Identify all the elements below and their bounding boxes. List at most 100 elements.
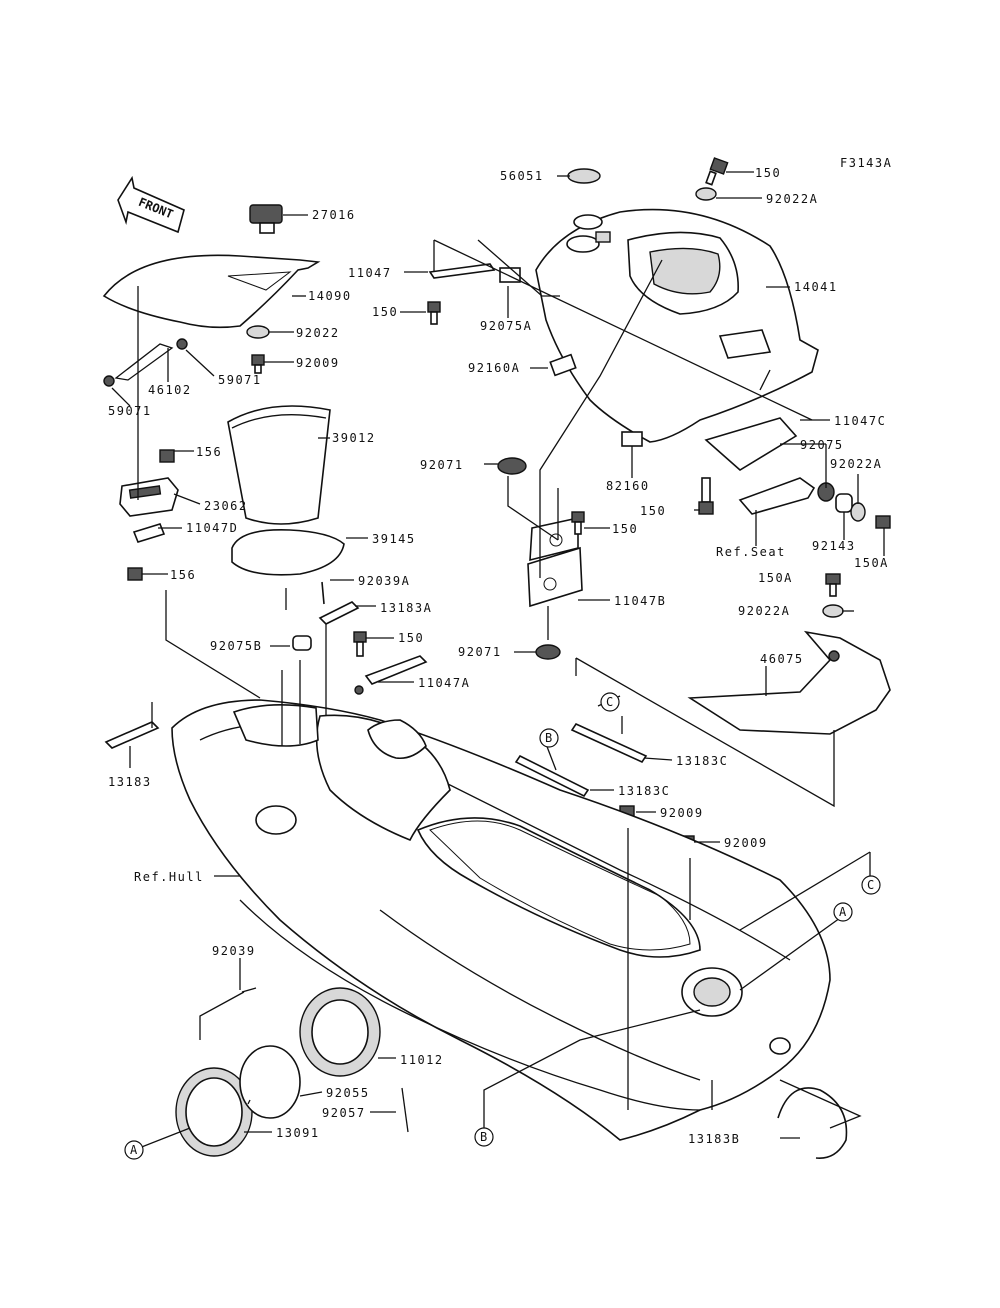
part-label: Ref.Seat (716, 545, 786, 559)
leader-lines (111, 171, 885, 1151)
washer-drawing-top (695, 187, 717, 201)
part-label: 14041 (794, 280, 838, 294)
callout-c-upper: C (600, 692, 620, 712)
part-label: 59071 (218, 373, 262, 387)
seat-cover-drawing (102, 254, 321, 329)
part-label: 92071 (420, 458, 464, 472)
part-label: 11047B (614, 594, 666, 608)
grommet-drawing (176, 338, 188, 350)
svg-text:C: C (606, 695, 615, 709)
callout-a-left: A (124, 1140, 144, 1160)
callout-b-lower: B (474, 1127, 494, 1147)
grommet-drawing-2 (103, 375, 115, 387)
svg-text:A: A (839, 905, 848, 919)
collar-drawing (835, 493, 853, 513)
part-label: 156 (196, 445, 222, 459)
washer-drawing-r (850, 502, 866, 522)
plate-drawing (104, 721, 160, 749)
handle-bolt-drawing (828, 650, 840, 662)
part-label: 92055 (326, 1086, 370, 1100)
part-label: 150 (755, 166, 781, 180)
part-label: Ref.Hull (134, 870, 204, 884)
bolt-drawing-150d (353, 631, 367, 657)
part-label: 92022A (830, 457, 882, 471)
part-label: 150A (854, 556, 889, 570)
part-label: 11047C (834, 414, 886, 428)
part-label: 92009 (296, 356, 340, 370)
part-label: 92075 (800, 438, 844, 452)
drain-plug-drawing (401, 1087, 409, 1133)
bracket-c-drawing (704, 417, 798, 471)
gasket-drawing (239, 1045, 301, 1119)
inspection-cover-drawing (299, 987, 381, 1077)
part-label: 11047D (186, 521, 238, 535)
svg-text:C: C (867, 878, 876, 892)
hull-drawing (171, 699, 831, 1141)
engine-cover-drawing (535, 208, 819, 443)
part-label: 46075 (760, 652, 804, 666)
pad-drawing-3 (621, 431, 643, 447)
part-label: 56051 (500, 169, 544, 183)
part-label: 92071 (458, 645, 502, 659)
svg-text:B: B (480, 1130, 489, 1144)
part-label: 82160 (606, 479, 650, 493)
part-label: 92022 (296, 326, 340, 340)
storage-bin-drawing (227, 405, 331, 525)
part-label: 39145 (372, 532, 416, 546)
bolt-drawing-top (705, 157, 729, 186)
washer-drawing-r2 (822, 604, 844, 618)
part-label: 92143 (812, 539, 856, 553)
bolt-drawing-150a (427, 301, 441, 325)
part-label: 92039 (212, 944, 256, 958)
rivet-dot-drawing (354, 685, 364, 695)
callout-b-upper: B (539, 728, 559, 748)
part-label: 150 (640, 504, 666, 518)
latch-drawing (119, 449, 179, 581)
part-label: 92022A (766, 192, 818, 206)
bolt-drawing-150c (571, 511, 585, 535)
part-label: 150 (398, 631, 424, 645)
part-label: 13091 (276, 1126, 320, 1140)
part-label: 23062 (204, 499, 248, 513)
seat-lock-knob-drawing (249, 204, 283, 234)
part-label: 92039A (358, 574, 410, 588)
part-label: 11012 (400, 1053, 444, 1067)
part-label: 11047A (418, 676, 470, 690)
bin-gasket-drawing (231, 529, 345, 576)
part-label: 13183C (618, 784, 670, 798)
part-label: 13183C (676, 754, 728, 768)
svg-text:B: B (545, 731, 554, 745)
part-label: 13183A (380, 601, 432, 615)
seat-hinge-drawing (738, 477, 816, 515)
part-label: 59071 (108, 404, 152, 418)
plate-c-drawing-2 (514, 754, 590, 798)
part-label: 27016 (312, 208, 356, 222)
plate-a-drawing (318, 601, 360, 625)
front-arrow-icon: FRONT (117, 175, 185, 234)
part-label: 92022A (738, 604, 790, 618)
part-label: 13183B (688, 1132, 740, 1146)
retainer-ring-drawing (777, 1087, 848, 1159)
part-label: 156 (170, 568, 196, 582)
bracket-a-drawing (364, 655, 428, 685)
part-label: 92075B (210, 639, 262, 653)
part-label: 13183 (108, 775, 152, 789)
part-label: 92057 (322, 1106, 366, 1120)
bolt-drawing (251, 354, 265, 374)
part-labels: 56051 150 92022A 27016 11047 14041 14090… (108, 166, 889, 1146)
part-label: 11047 (348, 266, 392, 280)
part-label: 92009 (660, 806, 704, 820)
figure-code: F3143A (840, 156, 892, 170)
grommet-drawing-top (497, 457, 527, 475)
bracket-drawing (428, 263, 496, 279)
callout-a-right: A (833, 902, 853, 922)
washer-drawing (246, 325, 270, 339)
part-label: 92160A (468, 361, 520, 375)
rivet-drawing (321, 581, 325, 605)
part-label: 14090 (308, 289, 352, 303)
part-label: 150 (372, 305, 398, 319)
bolt-drawing-150A (825, 573, 841, 597)
bolt-drawing-150b (698, 477, 714, 515)
plate-c-drawing (570, 722, 648, 764)
